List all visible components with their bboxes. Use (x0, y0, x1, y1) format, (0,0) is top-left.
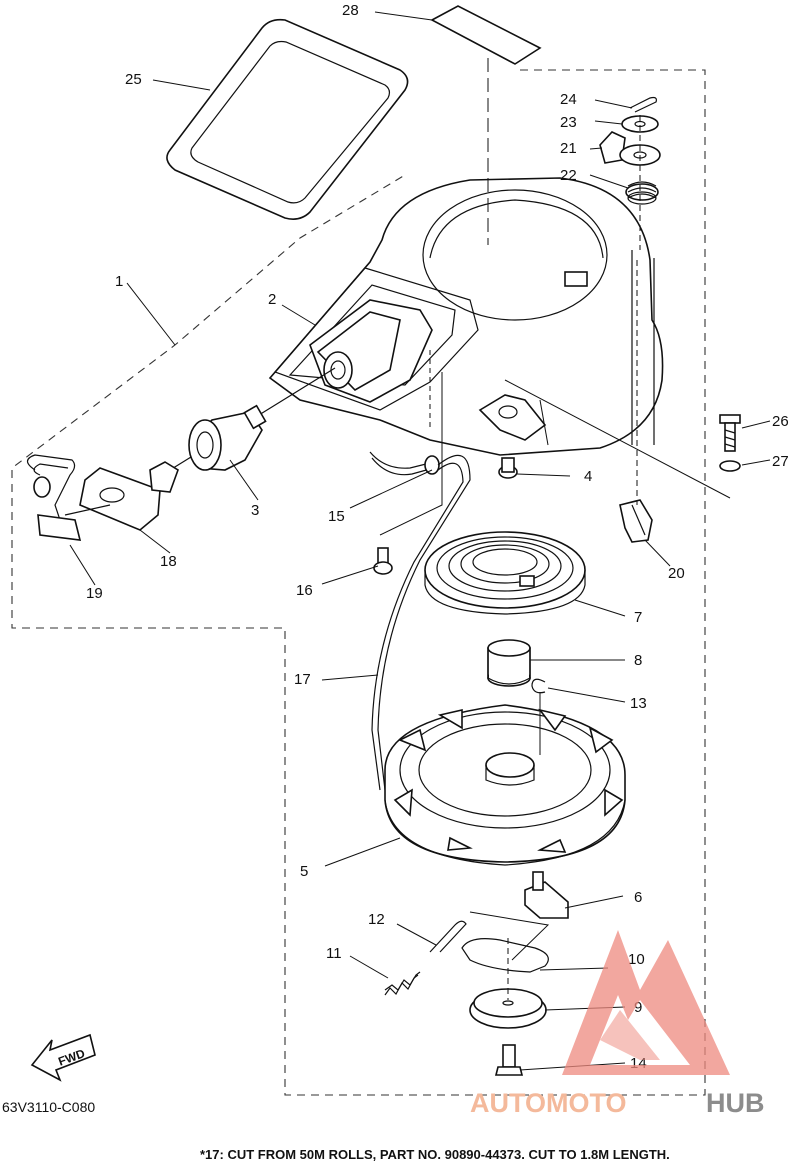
callout-17: 17 (294, 671, 311, 688)
part-14-bolt (494, 1044, 524, 1076)
callout-21: 21 (560, 140, 577, 157)
part-1-starter-housing (268, 177, 664, 456)
part-2-handle-guide (309, 299, 433, 403)
callout-10: 10 (628, 951, 645, 968)
callout-1: 1 (115, 273, 123, 290)
part-19-link-rod (26, 454, 111, 541)
callout-22: 22 (560, 167, 577, 184)
callout-18: 18 (160, 553, 177, 570)
part-22-spring (625, 181, 659, 205)
callout-26: 26 (772, 413, 789, 430)
footnote: *17: CUT FROM 50M ROLLS, PART NO. 90890-… (200, 1147, 670, 1162)
part-11-return-spring (384, 971, 421, 996)
diagram-code: 63V3110-C080 (2, 1099, 95, 1115)
part-4-collar (498, 457, 518, 479)
part-24-pin (629, 96, 657, 113)
callout-19: 19 (86, 585, 103, 602)
part-15-hose-clip (424, 455, 440, 475)
fwd-arrow-icon: FWD (30, 1033, 96, 1082)
part-10-spring-wire (461, 938, 549, 973)
part-16-bolt (373, 547, 393, 575)
callout-23: 23 (560, 114, 577, 131)
callout-5: 5 (300, 863, 308, 880)
part-17-cable (377, 454, 471, 791)
part-3-handle-grip (188, 404, 267, 471)
part-8-bushing (487, 639, 531, 687)
callout-13: 13 (630, 695, 647, 712)
part-9-drive-plate (469, 988, 547, 1029)
callout-27: 27 (772, 453, 789, 470)
callout-15: 15 (328, 508, 345, 525)
callout-25: 25 (125, 71, 142, 88)
callout-6: 6 (634, 889, 642, 906)
callout-7: 7 (634, 609, 642, 626)
callout-3: 3 (251, 502, 259, 519)
watermark-text-auto: AUTOMOTO (470, 1088, 627, 1118)
part-15-hose (369, 451, 431, 469)
callout-20: 20 (668, 565, 685, 582)
callout-9: 9 (634, 999, 642, 1016)
part-27-washer (719, 460, 741, 472)
assembly-boundary-main (11, 69, 706, 1096)
part-7-recoil-spring (424, 531, 586, 615)
part-12-pawl-spring (429, 920, 467, 953)
part-6-pawl (524, 871, 569, 919)
callout-2: 2 (268, 291, 276, 308)
callout-28: 28 (342, 2, 359, 19)
callout-11: 11 (326, 945, 342, 962)
part-28-label (430, 5, 542, 65)
watermark-logo (562, 930, 730, 1075)
part-25-seal (166, 18, 409, 220)
part-20-clamp (619, 499, 653, 543)
part-26-bolt (719, 414, 741, 452)
callout-4: 4 (584, 468, 592, 485)
part-21-lever (599, 131, 661, 166)
callout-24: 24 (560, 91, 577, 108)
part-18-rope-handle (79, 461, 179, 531)
callout-16: 16 (296, 582, 313, 599)
part-5-drive-pulley (384, 704, 626, 866)
callout-8: 8 (634, 652, 642, 669)
callout-12: 12 (368, 911, 385, 928)
watermark-text-hub: HUB (706, 1088, 765, 1118)
housing-bracket (478, 394, 547, 441)
part-13-circlip (531, 678, 546, 694)
